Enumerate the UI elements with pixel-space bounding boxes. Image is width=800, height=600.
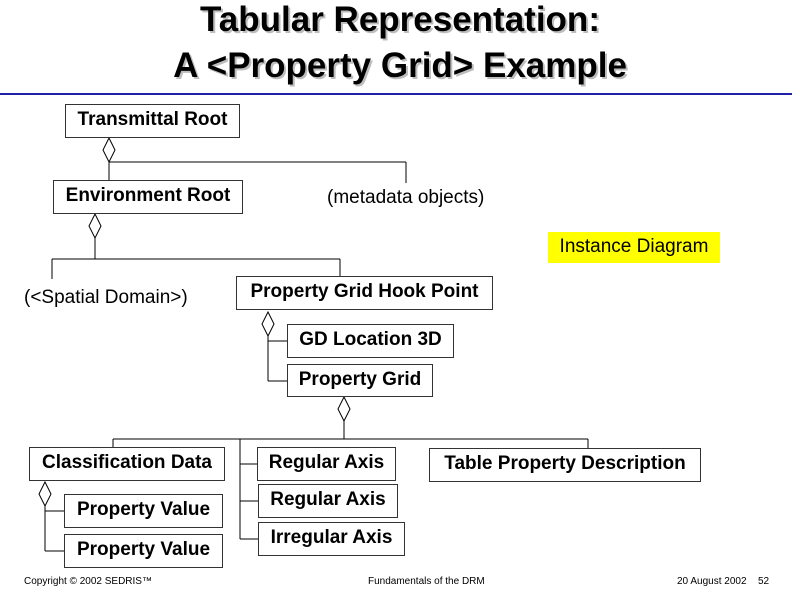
page-number: 52	[758, 576, 770, 587]
footer-title: Fundamentals of the DRM	[368, 576, 485, 587]
title-divider	[0, 93, 792, 95]
node-transmittal-root: Transmittal Root	[65, 104, 240, 138]
node-classification-data: Classification Data	[29, 447, 225, 481]
node-environment-root: Environment Root	[53, 180, 243, 214]
aggregation-diamond-property-grid	[337, 395, 351, 423]
label-metadata-objects: (metadata objects)	[327, 187, 485, 208]
node-property-grid-hook-point: Property Grid Hook Point	[236, 276, 493, 310]
node-gd-location-3d: GD Location 3D	[287, 324, 454, 358]
node-table-property-description: Table Property Description	[429, 448, 701, 482]
aggregation-diamond-hook-point	[261, 310, 275, 338]
aggregation-diamond-classification	[38, 480, 52, 508]
node-property-grid: Property Grid	[287, 364, 433, 397]
footer-copyright: Copyright © 2002 SEDRIS™	[24, 576, 152, 587]
node-regular-axis: Regular Axis	[257, 447, 396, 481]
node-regular-axis: Regular Axis	[258, 484, 398, 518]
node-property-value: Property Value	[64, 494, 223, 528]
instance-diagram-note: Instance Diagram	[548, 232, 720, 263]
slide-title-line-2: A <Property Grid> Example	[173, 46, 627, 85]
node-irregular-axis: Irregular Axis	[258, 522, 405, 556]
label-spatial-domain: (<Spatial Domain>)	[24, 287, 188, 308]
aggregation-diamond-transmittal	[102, 136, 116, 164]
slide-title-line-1: Tabular Representation:	[200, 0, 600, 39]
footer-date: 20 August 2002	[677, 576, 747, 587]
aggregation-diamond-environment	[88, 212, 102, 240]
node-property-value: Property Value	[64, 534, 223, 568]
